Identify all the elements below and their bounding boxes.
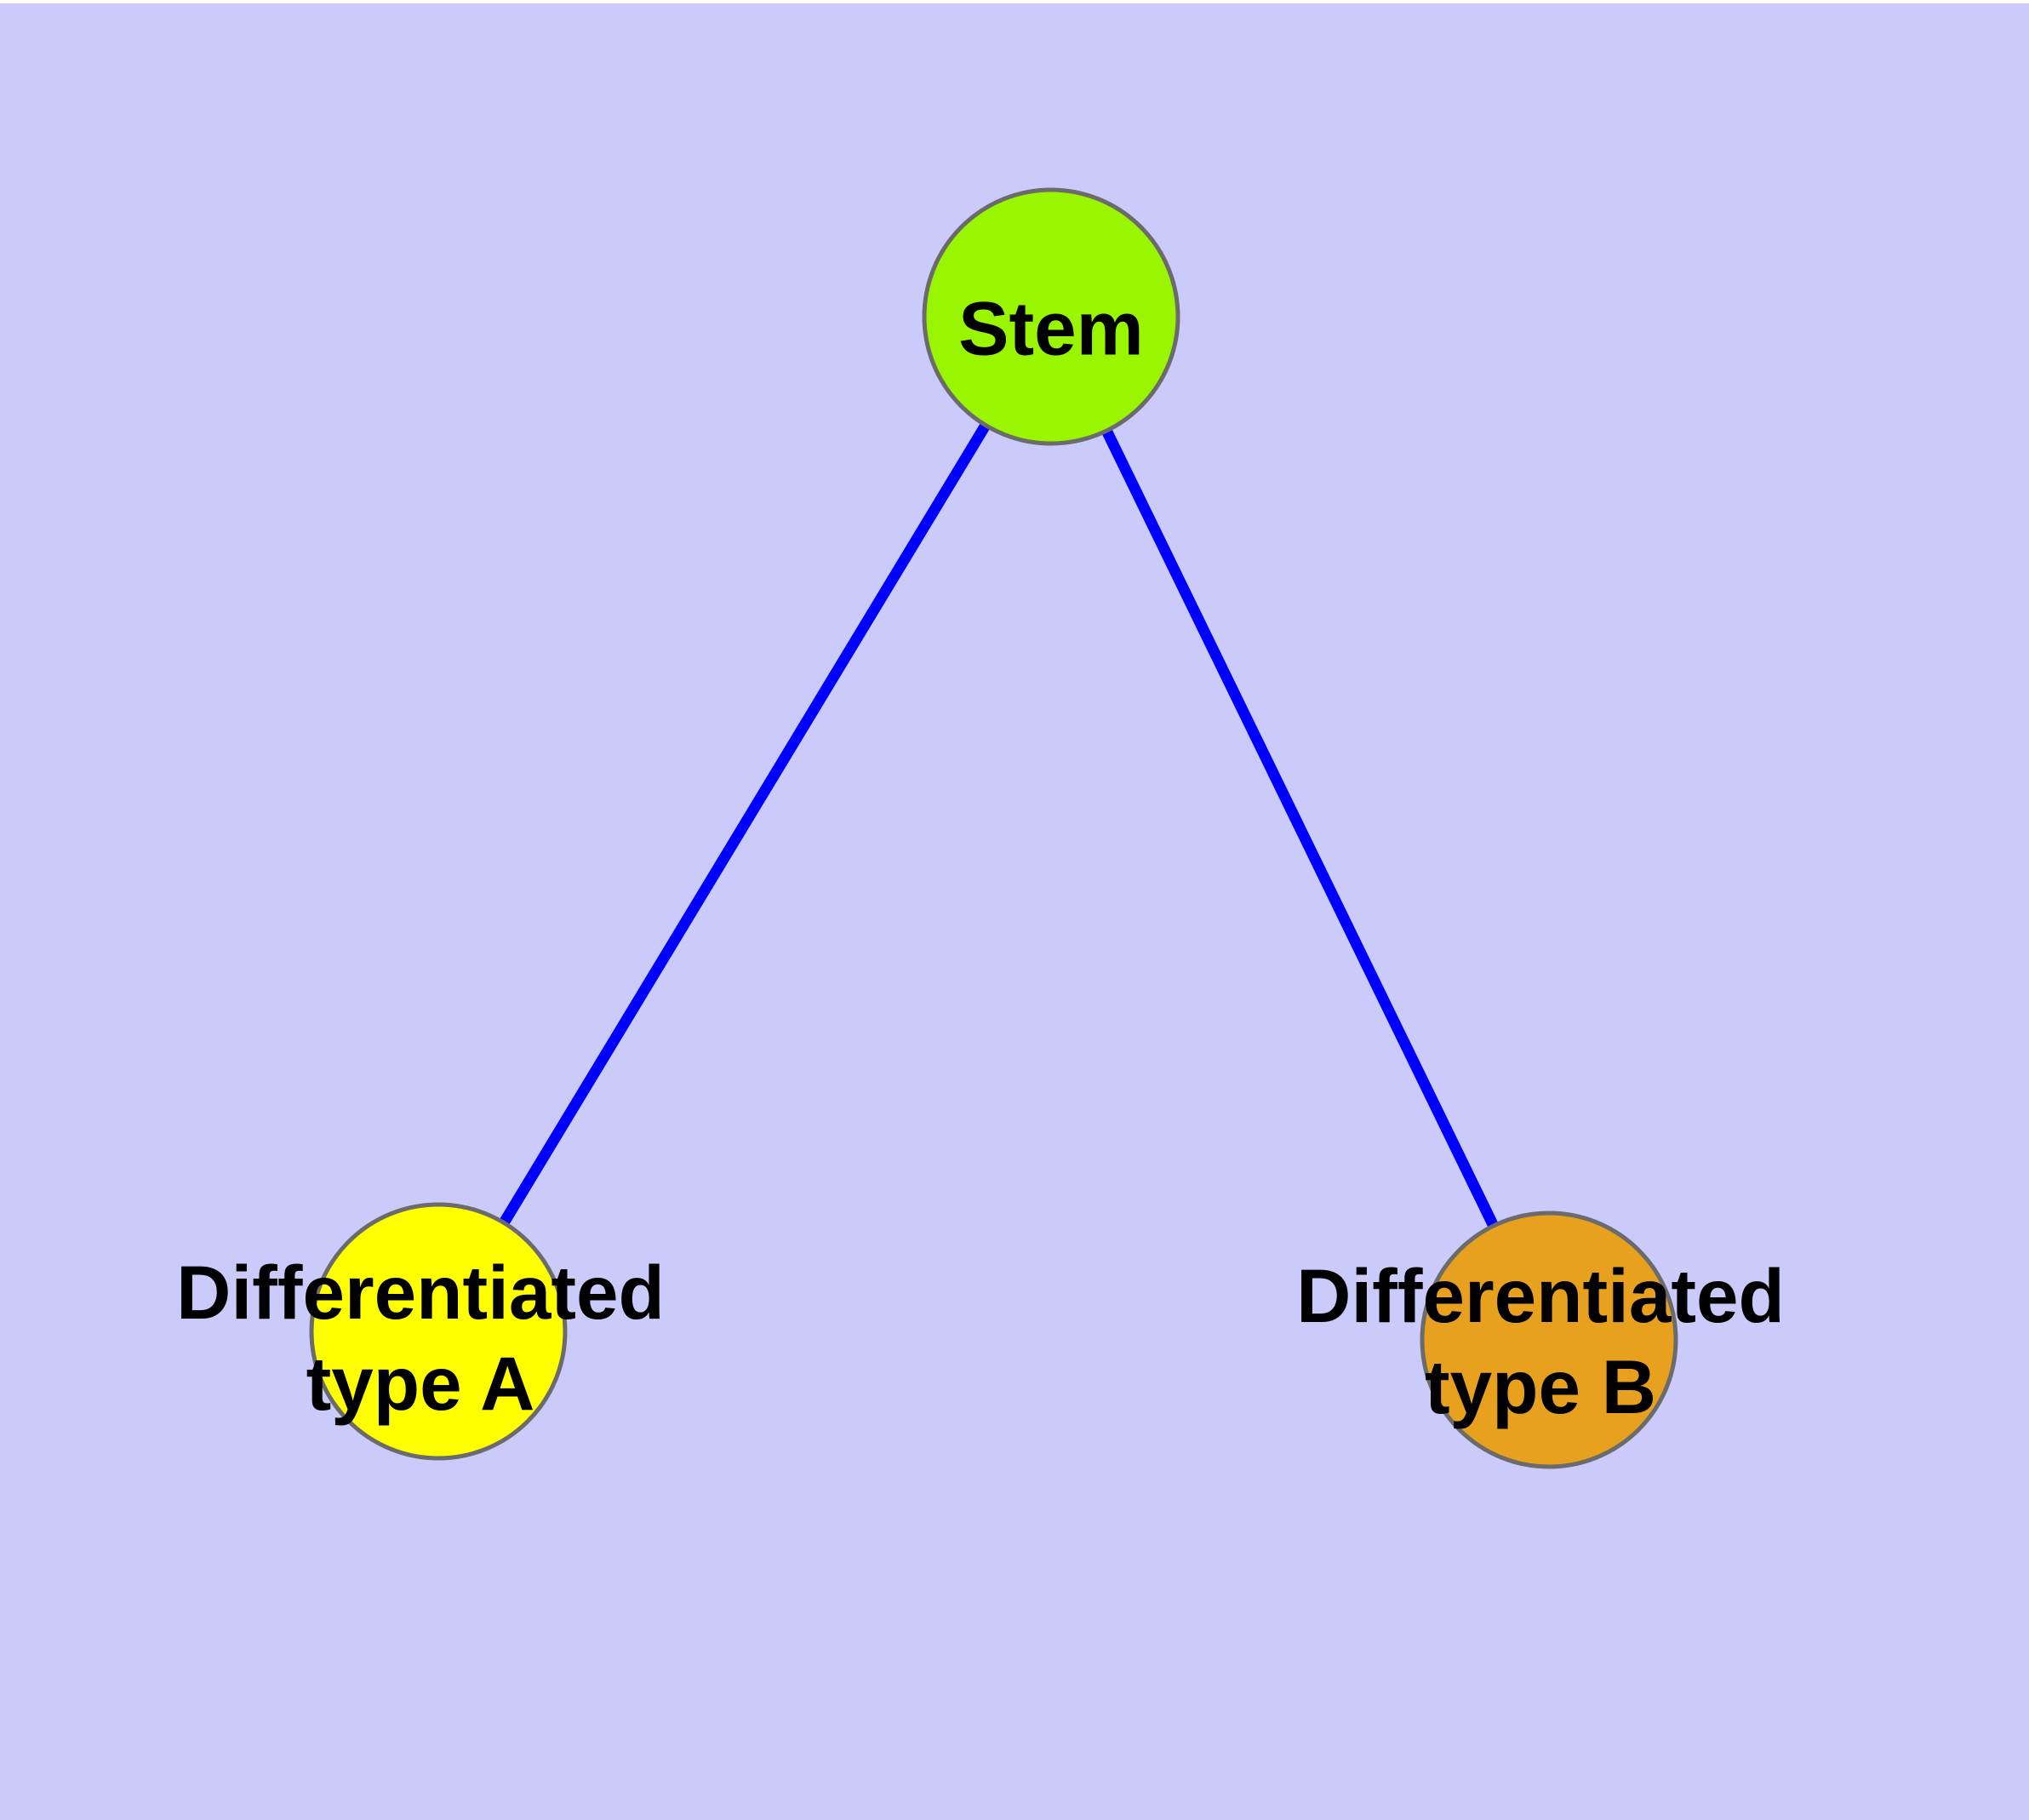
edge-stem-type-b [1046,314,1554,1342]
node-type-b [1420,1210,1678,1469]
graph-svg [0,3,2029,1820]
node-type-a [309,1202,568,1461]
edge-stem-type-a [433,313,1056,1335]
node-stem [922,187,1180,446]
